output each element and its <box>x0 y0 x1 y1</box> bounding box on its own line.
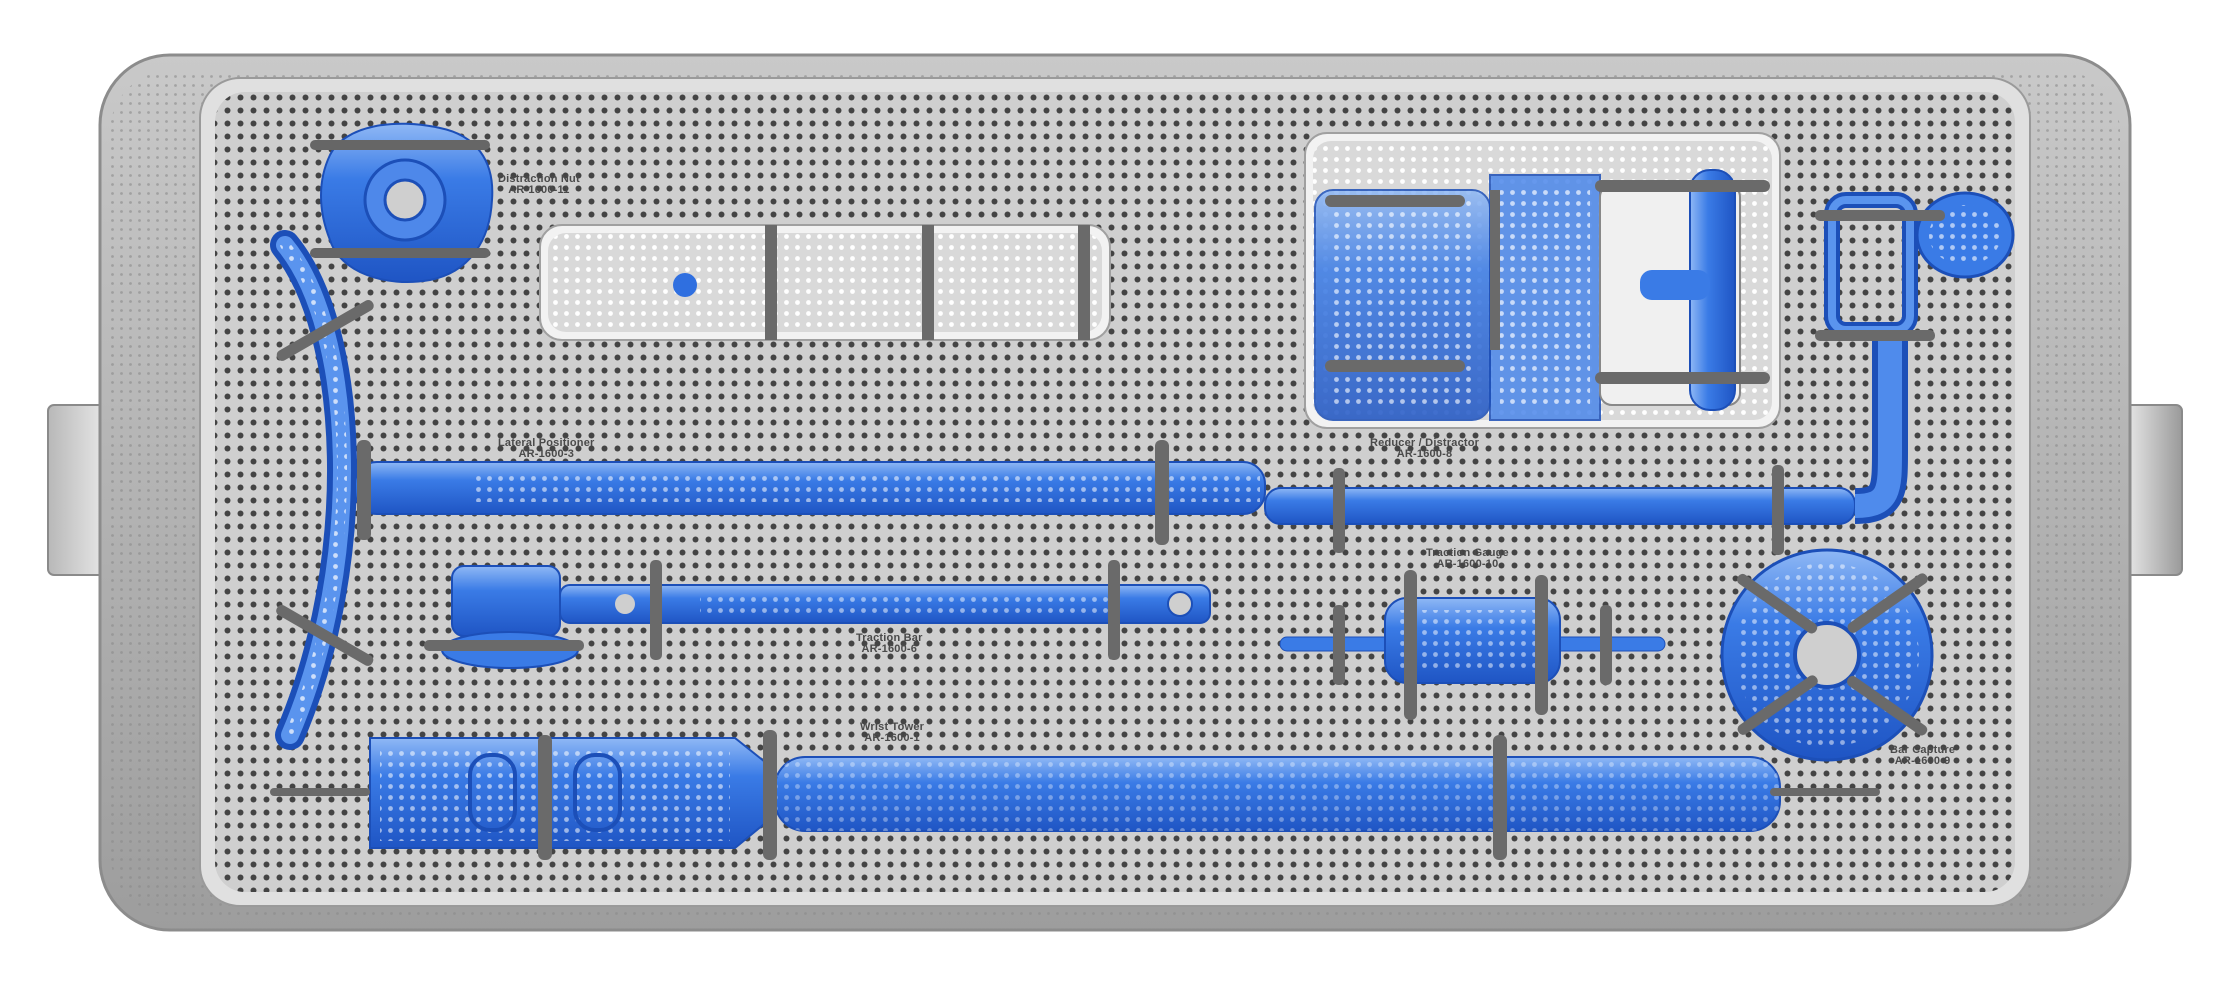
label-bar-capture-name: Bar Capture <box>1890 744 1956 756</box>
wrist-tower-instrument <box>270 730 1880 860</box>
label-traction-bar: Traction Bar AR-1600-6 <box>856 633 923 655</box>
label-reducer-distractor-part: AR-1600-8 <box>1396 448 1453 460</box>
traction-bar-instrument <box>424 560 1211 669</box>
label-bar-capture: Bar Capture AR-1600-9 <box>1890 745 1955 767</box>
label-distraction-nut-part: AR-1600-11 <box>508 184 570 196</box>
label-traction-bar-part: AR-1600-6 <box>861 643 918 655</box>
lateral-positioner-instrument <box>270 230 1266 750</box>
label-lateral-positioner-name: Lateral Positioner <box>498 437 595 449</box>
label-wrist-tower-name: Wrist Tower <box>860 721 925 733</box>
traction-gauge-instrument <box>1279 570 1666 720</box>
label-traction-gauge-part: AR-1600-10 <box>1436 558 1499 570</box>
label-traction-gauge-name: Traction Gauge <box>1426 547 1509 559</box>
label-distraction-nut-name: Distraction Nut <box>498 173 580 185</box>
label-reducer-distractor-name: Reducer / Distractor <box>1370 437 1480 449</box>
tray-window-left <box>539 224 1111 341</box>
label-traction-bar-name: Traction Bar <box>856 632 923 644</box>
reducer-distractor-instrument <box>1264 169 1908 555</box>
label-lateral-positioner-part: AR-1600-3 <box>518 448 575 460</box>
label-wrist-tower: Wrist Tower AR-1600-1 <box>860 722 924 744</box>
bar-capture-instrument <box>1720 548 1934 762</box>
label-traction-gauge: Traction Gauge AR-1600-10 <box>1426 548 1509 570</box>
label-bar-capture-part: AR-1600-9 <box>1894 755 1951 767</box>
bar-capture-bracket <box>1815 191 2015 341</box>
label-lateral-positioner: Lateral Positioner AR-1600-3 <box>498 438 595 460</box>
label-wrist-tower-part: AR-1600-1 <box>864 732 920 744</box>
label-reducer-distractor: Reducer / Distractor AR-1600-8 <box>1370 438 1479 460</box>
distraction-nut-instrument <box>310 122 494 284</box>
label-distraction-nut: Distraction Nut AR-1600-11 <box>498 174 580 196</box>
